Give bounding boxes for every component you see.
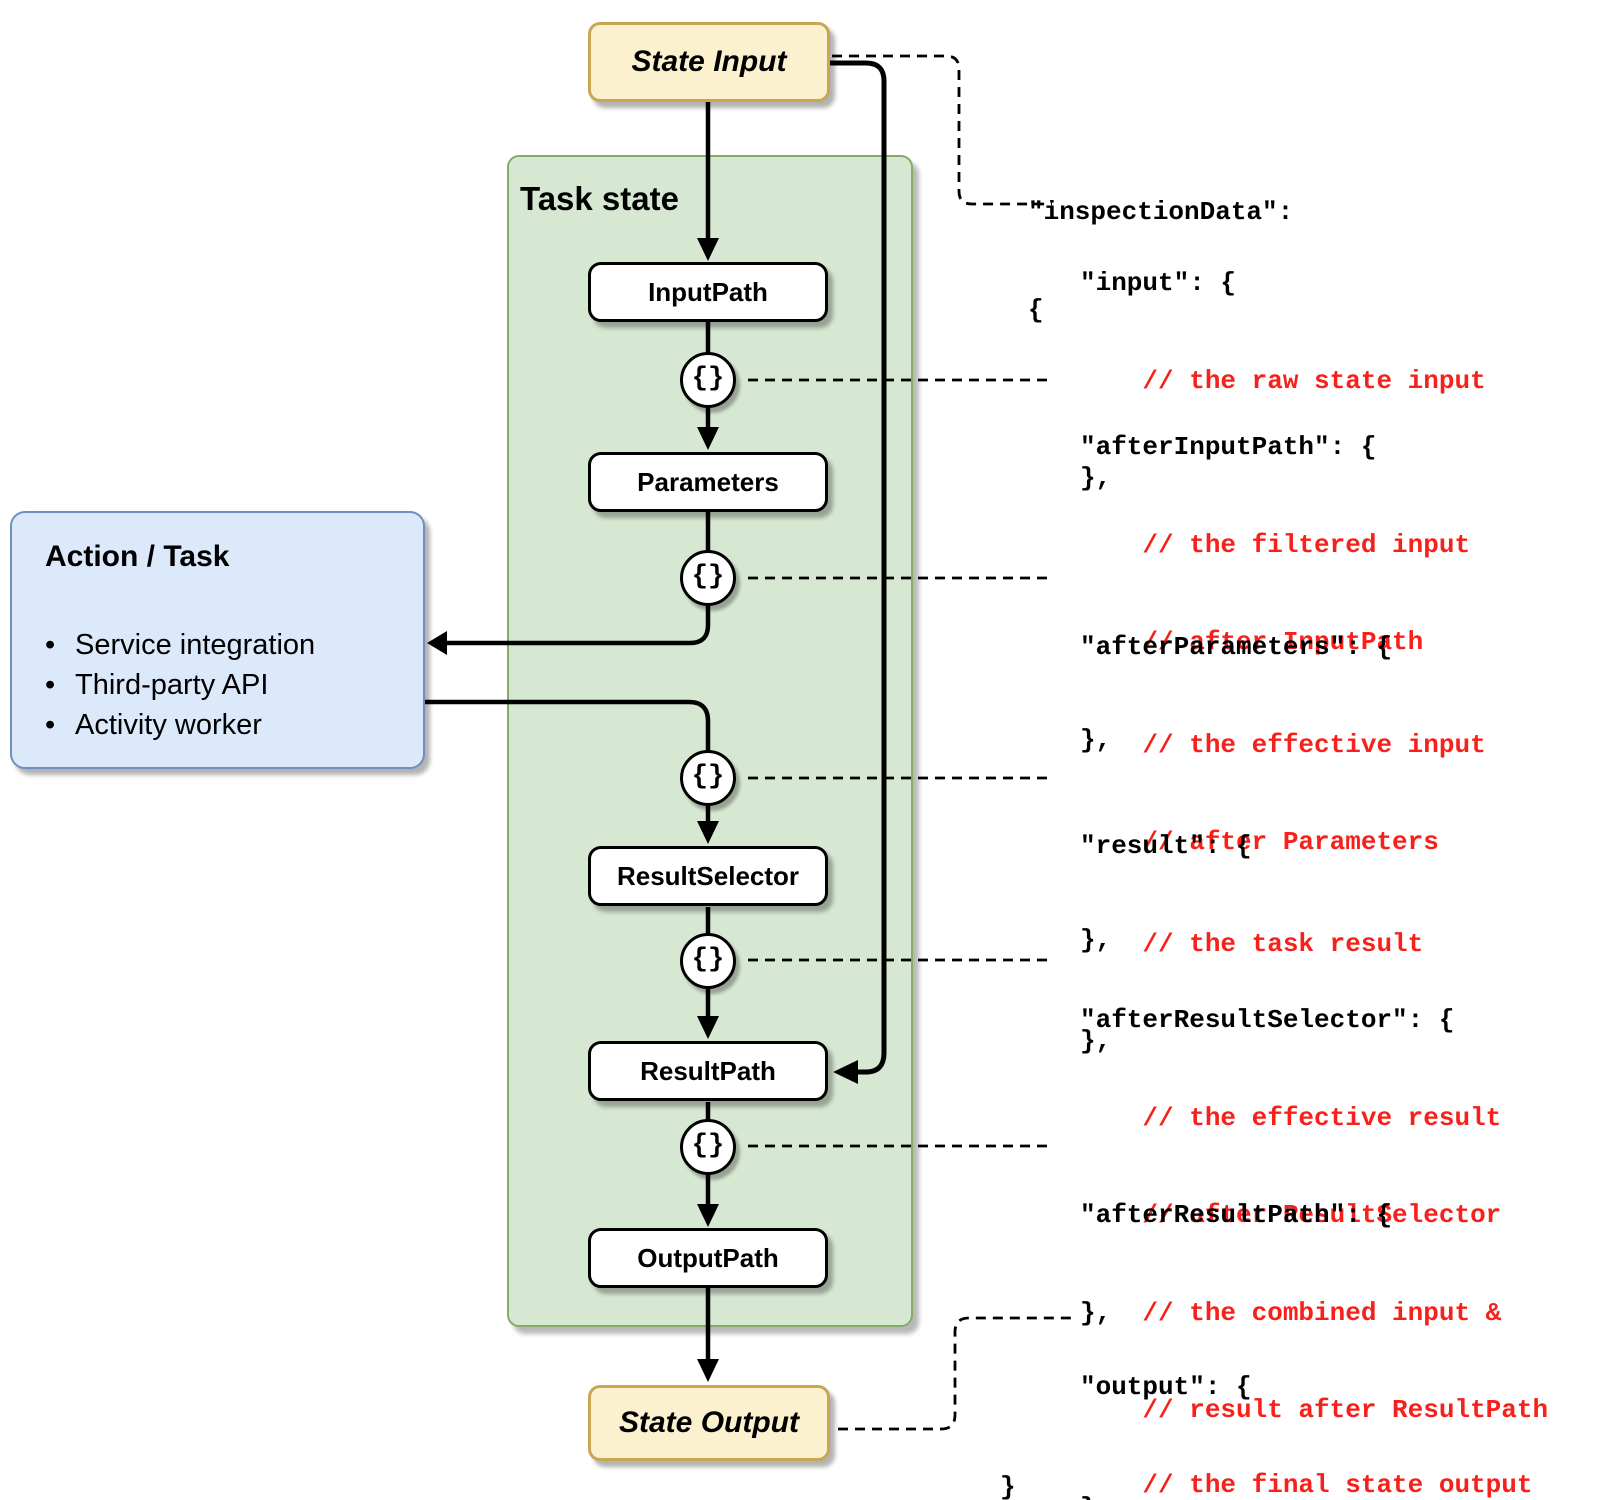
state-output-label: State Output — [619, 1406, 799, 1439]
code-comment: // after ResultSelector — [1080, 1200, 1502, 1230]
action-item-label: Third-party API — [75, 669, 269, 701]
state-input-label: State Input — [631, 45, 787, 78]
json-marker-glyph: {} — [691, 363, 725, 394]
json-marker-icon: {} — [680, 750, 736, 806]
code-line: "result": { — [1080, 831, 1252, 861]
code-line: } — [1000, 1472, 1016, 1500]
code-line: }, — [1080, 924, 1112, 955]
node-inputpath: InputPath — [588, 262, 828, 322]
json-marker-icon: {} — [680, 550, 736, 606]
code-group-afterparameters: "afterParameters": { // the effective in… — [1080, 566, 1486, 1021]
json-marker-glyph: {} — [691, 1130, 725, 1161]
code-comment: // the filtered input — [1080, 529, 1471, 560]
code-line: }, — [1080, 1297, 1112, 1328]
code-group-input: "input": { // the raw state input }, — [1080, 202, 1486, 560]
code-group-afterresultselector: "afterResultSelector": { // the effectiv… — [1080, 939, 1501, 1394]
list-item: • Service integration — [45, 625, 315, 665]
task-state-label: Task state — [520, 180, 679, 217]
bullet-icon: • — [45, 709, 56, 741]
node-outputpath-label: OutputPath — [637, 1242, 779, 1273]
code-group-output: "output": { // the final state output } — [1080, 1306, 1532, 1500]
code-line: "input": { — [1080, 268, 1237, 298]
code-comment: // the effective input — [1080, 729, 1486, 760]
json-marker-glyph: {} — [691, 944, 725, 975]
code-comment: // the combined input & — [1080, 1297, 1502, 1328]
action-task-title: Action / Task — [45, 540, 230, 573]
action-item-label: Activity worker — [75, 709, 262, 741]
code-line: }, — [1080, 463, 1112, 493]
code-group-afterresultpath: "afterResultPath": { // the combined inp… — [1080, 1134, 1548, 1500]
node-resultpath-label: ResultPath — [640, 1055, 776, 1086]
code-header: "inspectionData": { — [1028, 131, 1293, 391]
node-parameters-label: Parameters — [637, 466, 779, 497]
node-outputpath: OutputPath — [588, 1228, 828, 1288]
json-marker-glyph: {} — [691, 761, 725, 792]
code-comment: // the final state output — [1080, 1469, 1533, 1500]
json-marker-icon: {} — [680, 933, 736, 989]
code-line: "afterInputPath": { — [1080, 432, 1377, 462]
action-task-box: Action / Task • Service integration • Thir… — [10, 511, 425, 769]
list-item: • Activity worker — [45, 705, 315, 745]
json-marker-icon: {} — [680, 1119, 736, 1175]
bullet-icon: • — [45, 669, 56, 701]
code-comment: // result after ResultPath — [1080, 1395, 1549, 1425]
json-marker-icon: {} — [680, 352, 736, 408]
code-comment: // after Parameters — [1080, 827, 1439, 857]
node-inputpath-label: InputPath — [648, 276, 768, 307]
code-comment: // the task result — [1080, 928, 1424, 959]
code-comment: // the raw state input — [1080, 365, 1486, 396]
action-item-label: Service integration — [75, 629, 316, 661]
code-comment: // the effective result — [1080, 1102, 1502, 1133]
list-item: • Third-party API — [45, 665, 315, 705]
action-task-list: • Service integration • Third-party API • A… — [45, 625, 315, 745]
code-group-afterinputpath: "afterInputPath": { // the filtered inpu… — [1080, 366, 1470, 821]
code-line: "afterResultSelector": { — [1080, 1005, 1455, 1035]
state-output-box: State Output — [588, 1385, 830, 1461]
code-line: "afterParameters": { — [1080, 632, 1393, 662]
code-group-result: "result": { // the task result }, — [1080, 765, 1423, 1123]
state-input-box: State Input — [588, 22, 830, 102]
code-footer: } — [1000, 1406, 1062, 1500]
code-line: }, — [1080, 1026, 1112, 1056]
arrowhead-action — [427, 631, 447, 655]
code-line: { — [1028, 294, 1044, 325]
code-line: }, — [1080, 1492, 1548, 1500]
bullet-icon: • — [45, 629, 56, 661]
json-marker-glyph: {} — [691, 561, 725, 592]
arrowhead-stateoutput — [697, 1359, 719, 1382]
node-parameters: Parameters — [588, 452, 828, 512]
node-resultselector-label: ResultSelector — [616, 860, 800, 891]
code-line: "afterResultPath": { — [1080, 1200, 1393, 1230]
node-resultpath: ResultPath — [588, 1041, 828, 1101]
code-line: }, — [1080, 724, 1112, 755]
code-line: "output": { — [1080, 1372, 1252, 1402]
code-line: "inspectionData": — [1028, 197, 1294, 227]
code-comment: // after InputPath — [1080, 627, 1424, 657]
node-resultselector: ResultSelector — [588, 846, 828, 906]
